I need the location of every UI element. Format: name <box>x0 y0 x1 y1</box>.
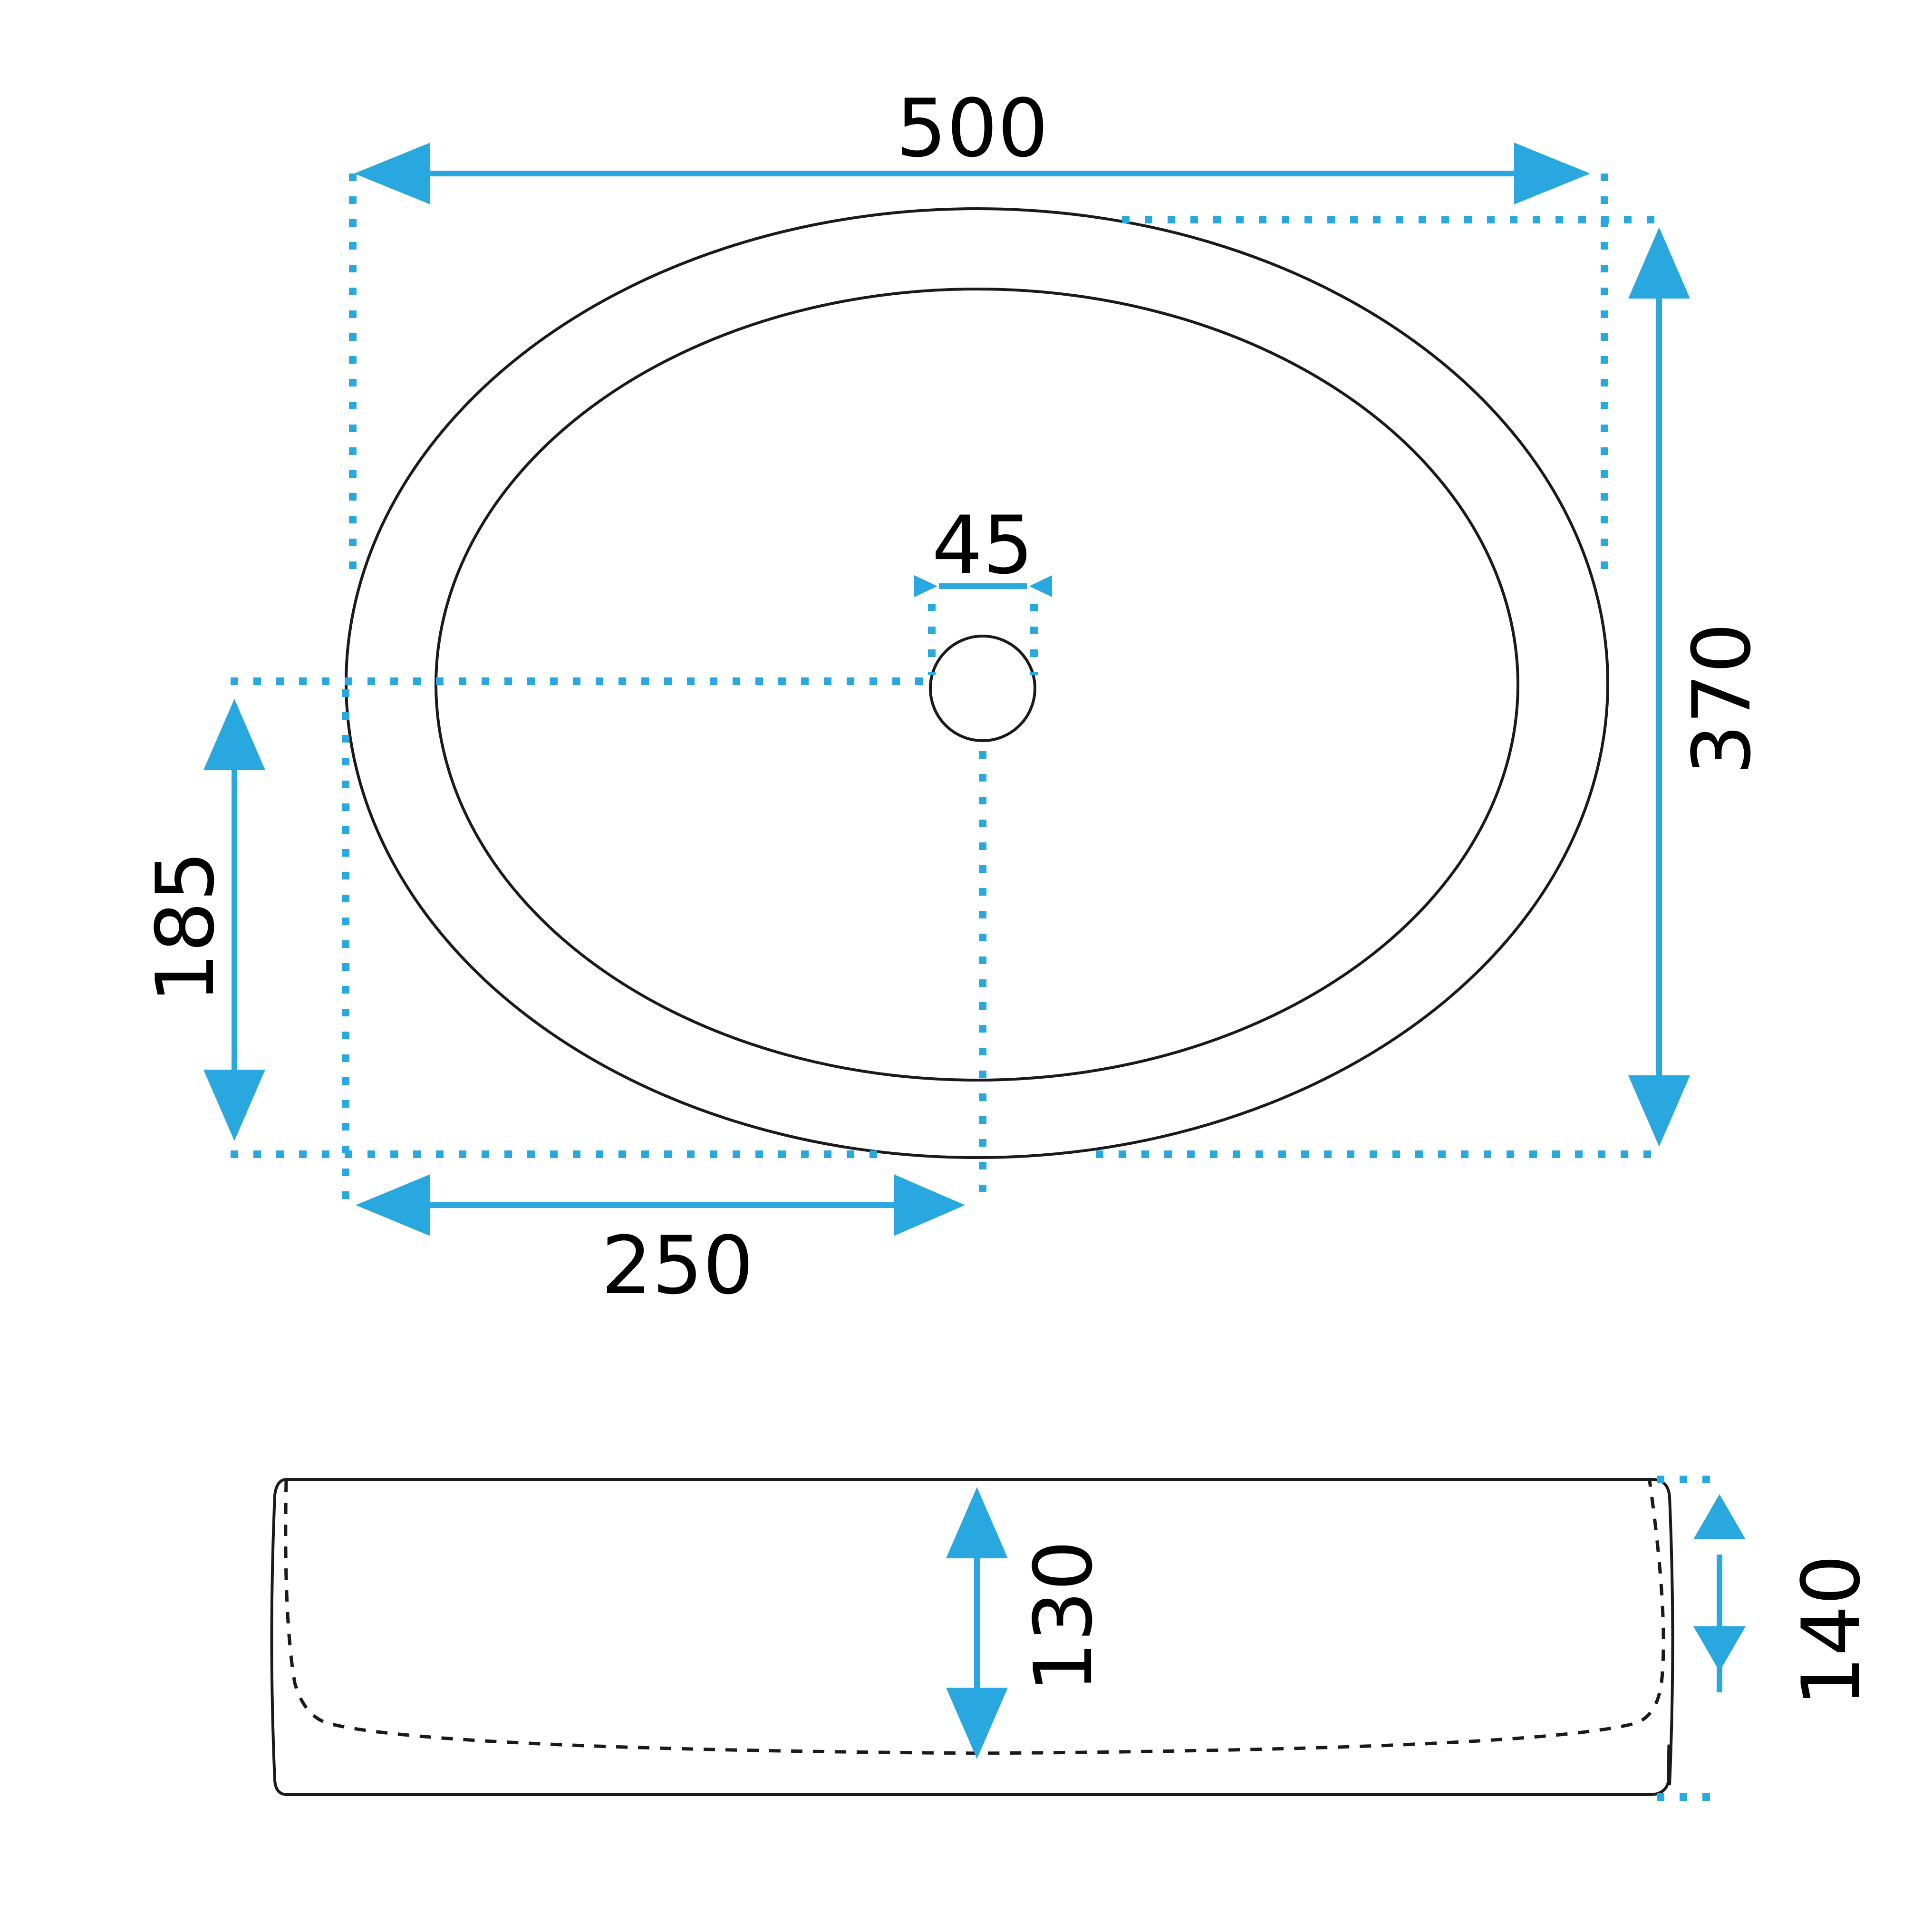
dimension-half-width: 250 <box>356 1174 965 1312</box>
dimension-label-500: 500 <box>896 82 1049 175</box>
dimension-label-140: 140 <box>1785 1555 1878 1707</box>
dimension-overall-width: 500 <box>354 82 1590 204</box>
dimension-label-370: 370 <box>1675 623 1768 775</box>
dimension-overall-depth: 370 <box>1628 227 1768 1147</box>
dimension-inner-depth: 130 <box>946 1487 1110 1759</box>
dimension-overall-height: 140 <box>1693 1494 1878 1707</box>
outer-rim-outline <box>345 207 1609 1159</box>
dimension-label-250: 250 <box>601 1219 754 1312</box>
top-view: 500 370 185 250 45 <box>139 82 1768 1312</box>
dimension-half-depth: 185 <box>139 699 265 1141</box>
dimension-drain-diameter: 45 <box>914 499 1052 597</box>
side-outer-profile <box>270 1478 1674 1796</box>
side-view: 130 140 <box>270 1476 1878 1801</box>
dimension-label-185: 185 <box>139 851 232 1004</box>
dimension-label-130: 130 <box>1017 1540 1110 1693</box>
drain-hole <box>929 635 1036 742</box>
dimension-label-45: 45 <box>932 499 1034 592</box>
